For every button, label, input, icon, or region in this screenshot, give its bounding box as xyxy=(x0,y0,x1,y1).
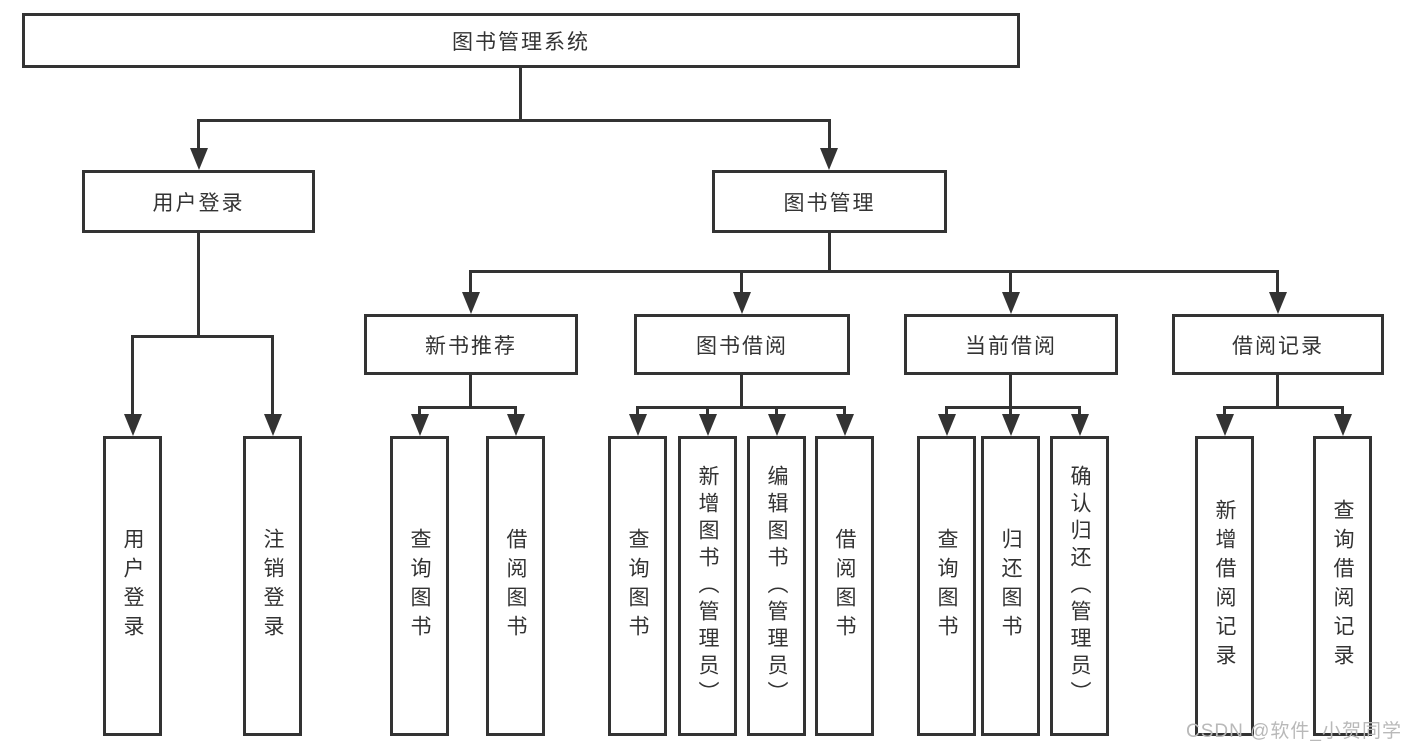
connector-line xyxy=(418,406,421,416)
connector-line xyxy=(271,335,274,415)
connector-line xyxy=(1276,375,1279,408)
leaf-query-books-recommend-label: 查询图书 xyxy=(408,528,431,644)
node-book-borrow: 图书借阅 xyxy=(634,314,850,375)
connector-line xyxy=(131,335,134,415)
leaf-borrow-books: 借阅图书 xyxy=(815,436,874,736)
leaf-borrow-books-label: 借阅图书 xyxy=(833,528,856,644)
connector-line xyxy=(1078,406,1081,416)
connector-line xyxy=(945,406,1081,409)
connector-line xyxy=(197,233,200,337)
connector-line xyxy=(514,406,517,416)
leaf-query-books-current-label: 查询图书 xyxy=(935,528,958,644)
leaf-borrow-books-recommend-label: 借阅图书 xyxy=(504,528,527,644)
node-user-login-label: 用户登录 xyxy=(152,191,245,215)
arrowhead xyxy=(699,414,717,436)
leaf-query-borrow-record-label: 查询借阅记录 xyxy=(1331,499,1354,673)
connector-line xyxy=(1223,406,1226,416)
leaf-logout: 注销登录 xyxy=(243,436,302,736)
node-borrow-records: 借阅记录 xyxy=(1172,314,1384,375)
arrowhead xyxy=(938,414,956,436)
arrowhead xyxy=(190,148,208,170)
node-new-book-recommend-label: 新书推荐 xyxy=(425,334,517,358)
connector-line xyxy=(843,406,846,416)
connector-line xyxy=(1009,270,1012,294)
connector-line xyxy=(1276,270,1279,294)
connector-line xyxy=(1341,406,1344,416)
arrowhead xyxy=(768,414,786,436)
connector-line xyxy=(636,406,846,409)
leaf-add-books-admin-label: 新增图书（管理员） xyxy=(696,464,719,708)
leaf-confirm-return-admin: 确认归还（管理员） xyxy=(1050,436,1109,736)
arrowhead xyxy=(1002,414,1020,436)
leaf-logout-label: 注销登录 xyxy=(261,528,284,644)
connector-line xyxy=(418,406,517,409)
node-book-borrow-label: 图书借阅 xyxy=(696,334,788,358)
leaf-add-books-admin: 新增图书（管理员） xyxy=(678,436,737,736)
arrowhead xyxy=(629,414,647,436)
leaf-confirm-return-admin-label: 确认归还（管理员） xyxy=(1068,464,1091,708)
leaf-query-borrow-record: 查询借阅记录 xyxy=(1313,436,1372,736)
arrowhead xyxy=(836,414,854,436)
node-root-label: 图书管理系统 xyxy=(452,30,590,54)
connector-line xyxy=(945,406,948,416)
arrowhead xyxy=(1216,414,1234,436)
leaf-user-login: 用户登录 xyxy=(103,436,162,736)
leaf-query-books-borrow-label: 查询图书 xyxy=(626,528,649,644)
arrowhead xyxy=(733,292,751,314)
connector-line xyxy=(469,270,1279,273)
leaf-query-books-recommend: 查询图书 xyxy=(390,436,449,736)
leaf-edit-books-admin-label: 编辑图书（管理员） xyxy=(765,464,788,708)
arrowhead xyxy=(820,148,838,170)
connector-line xyxy=(469,270,472,294)
leaf-add-borrow-record: 新增借阅记录 xyxy=(1195,436,1254,736)
connector-line xyxy=(197,119,200,150)
node-current-borrow-label: 当前借阅 xyxy=(965,334,1057,358)
watermark-text: CSDN @软件_小贺同学 xyxy=(1186,721,1402,742)
leaf-return-books-label: 归还图书 xyxy=(999,528,1022,644)
leaf-edit-books-admin: 编辑图书（管理员） xyxy=(747,436,806,736)
arrowhead xyxy=(1269,292,1287,314)
connector-line xyxy=(197,119,831,122)
connector-line xyxy=(1223,406,1344,409)
connector-line xyxy=(706,406,709,416)
node-borrow-records-label: 借阅记录 xyxy=(1232,334,1324,358)
connector-line xyxy=(1009,375,1012,408)
node-new-book-recommend: 新书推荐 xyxy=(364,314,578,375)
node-root: 图书管理系统 xyxy=(22,13,1020,68)
leaf-return-books: 归还图书 xyxy=(981,436,1040,736)
node-book-management-label: 图书管理 xyxy=(783,191,876,215)
arrowhead xyxy=(1071,414,1089,436)
connector-line xyxy=(636,406,639,416)
arrowhead xyxy=(411,414,429,436)
node-book-management: 图书管理 xyxy=(712,170,947,233)
arrowhead xyxy=(1002,292,1020,314)
connector-line xyxy=(519,68,522,121)
connector-line xyxy=(740,375,743,408)
arrowhead xyxy=(1334,414,1352,436)
arrowhead xyxy=(264,414,282,436)
connector-line xyxy=(775,406,778,416)
arrowhead xyxy=(462,292,480,314)
connector-line xyxy=(828,233,831,272)
connector-line xyxy=(131,335,274,338)
arrowhead xyxy=(124,414,142,436)
leaf-query-books-current: 查询图书 xyxy=(917,436,976,736)
arrowhead xyxy=(507,414,525,436)
leaf-user-login-label: 用户登录 xyxy=(121,528,144,644)
node-user-login: 用户登录 xyxy=(82,170,315,233)
leaf-query-books-borrow: 查询图书 xyxy=(608,436,667,736)
connector-line xyxy=(469,375,472,408)
connector-line xyxy=(828,119,831,150)
connector-line xyxy=(740,270,743,294)
connector-line xyxy=(1009,406,1012,416)
leaf-add-borrow-record-label: 新增借阅记录 xyxy=(1213,499,1236,673)
node-current-borrow: 当前借阅 xyxy=(904,314,1118,375)
leaf-borrow-books-recommend: 借阅图书 xyxy=(486,436,545,736)
